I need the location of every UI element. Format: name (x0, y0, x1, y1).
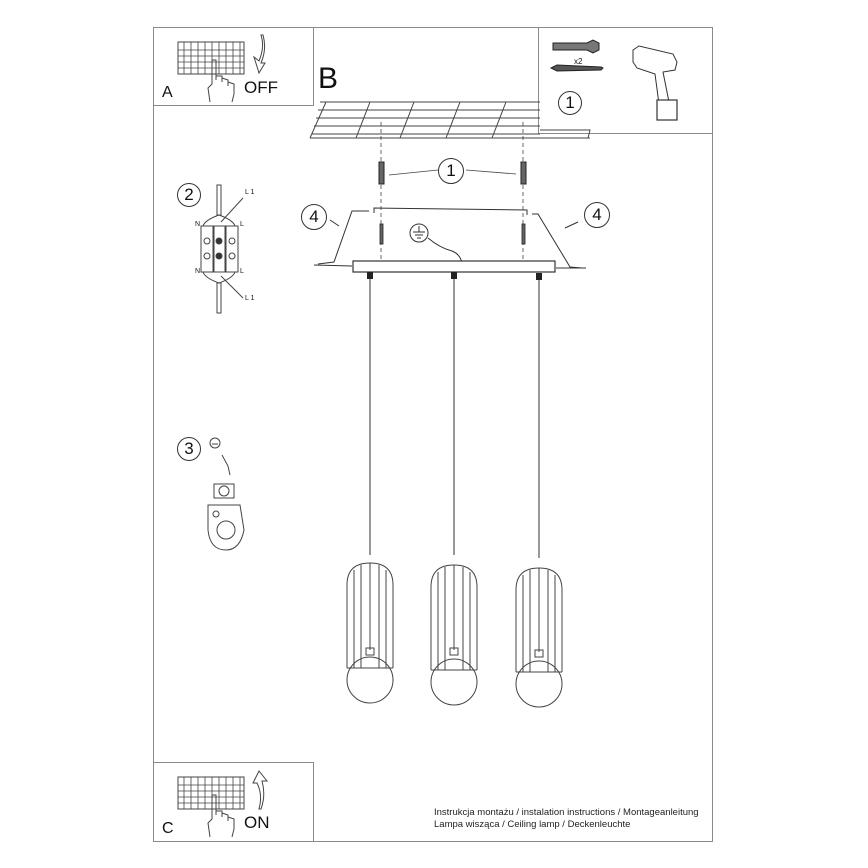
label-n-bottom: N (195, 268, 201, 275)
breaker-panel-icon (177, 41, 245, 75)
footer-line-2: Lampa wisząca / Ceiling lamp / Deckenleu… (434, 819, 631, 830)
pendant-lamp-icon (430, 564, 478, 706)
ground-terminal-icon (207, 437, 245, 551)
footer-line-1: Instrukcja montażu / instalation instruc… (434, 807, 699, 818)
label-l-bottom: L (240, 268, 244, 275)
step-3-badge: 3 (177, 437, 201, 461)
step-2-badge: 2 (177, 183, 201, 207)
hand-icon (207, 59, 235, 103)
wall-plug-icon (378, 161, 527, 185)
panel-b-letter: B (318, 62, 339, 95)
callout-4-left: 4 (301, 204, 327, 230)
arrow-down-icon (253, 34, 266, 75)
pendant-lamp-icon (515, 567, 563, 708)
step-1-badge: 1 (558, 91, 582, 115)
panel-a-letter: A (162, 84, 173, 101)
drill-icon (632, 45, 678, 121)
callout-4-right: 4 (584, 202, 610, 228)
label-l1-bottom: L 1 (245, 295, 255, 302)
screw-icon (549, 64, 604, 72)
label-l-top: L (240, 221, 244, 228)
arrow-up-icon (252, 770, 269, 810)
label-l1-top: L 1 (245, 189, 255, 196)
label-n-top: N (195, 221, 201, 228)
panel-c-letter: C (162, 820, 174, 837)
canopy-bar (352, 260, 556, 273)
instruction-sheet-border (153, 27, 713, 842)
on-label: ON (244, 813, 270, 832)
footer-caption: Instrukcja montażu / instalation instruc… (434, 807, 699, 831)
callout-1-wall-plugs: 1 (438, 158, 464, 184)
tools-box: x2 1 (538, 27, 713, 134)
panel-c-switch-on: C ON (153, 762, 314, 842)
ceiling-icon (309, 101, 591, 139)
wall-plug-icon (552, 39, 600, 54)
breaker-panel-icon (177, 776, 245, 810)
hand-icon (207, 794, 235, 838)
ground-symbol-icon (409, 223, 429, 243)
off-label: OFF (244, 78, 278, 97)
panel-a-switch-off: A OFF (153, 27, 314, 106)
pendant-lamp-icon (346, 562, 394, 704)
terminal-block-icon (200, 184, 244, 314)
quantity-label: x2 (574, 57, 583, 66)
